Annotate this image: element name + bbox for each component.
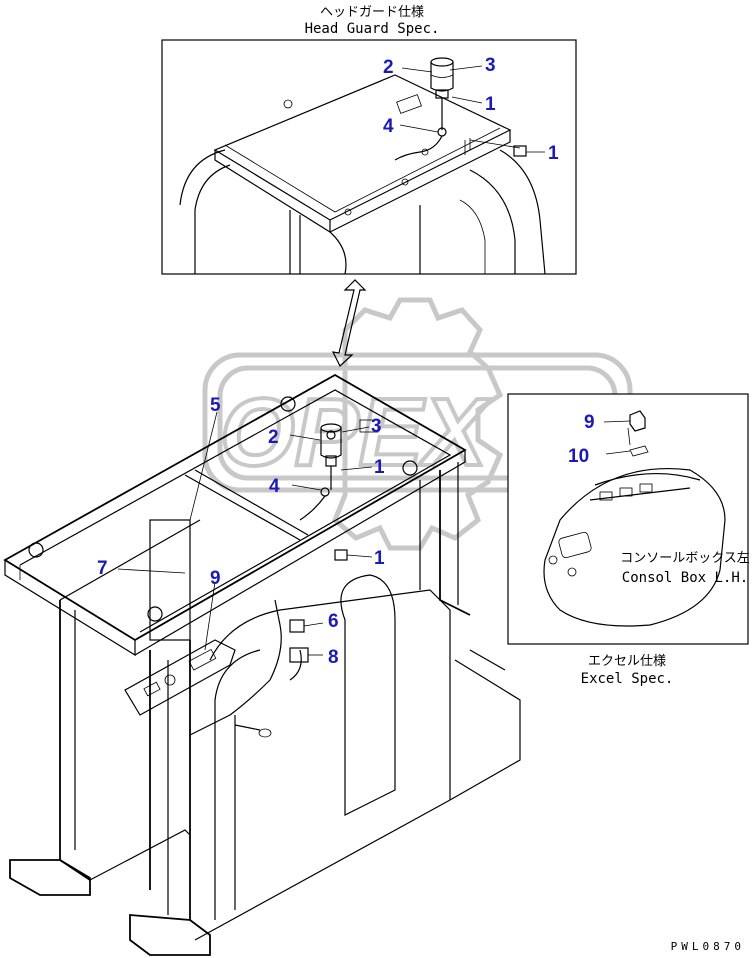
callout-top-3: 3 [485, 55, 496, 76]
head-guard-detail-panel: 2 3 1 4 1 [161, 39, 577, 275]
callout-main-6: 6 [328, 611, 339, 632]
callout-top-2: 2 [383, 57, 394, 78]
callout-main-7: 7 [97, 558, 108, 579]
callout-top-1b: 1 [548, 143, 559, 164]
callout-top-1a: 1 [485, 94, 496, 115]
watermark-text: OPEX [220, 379, 492, 486]
excel-spec-panel-frame [507, 393, 749, 645]
callout-main-1b: 1 [374, 548, 385, 569]
console-caption-jp: コンソールボックス左 [620, 551, 750, 566]
relation-double-arrow-icon [331, 279, 367, 367]
head-guard-panel-frame [161, 39, 577, 275]
connector-part-icon [513, 145, 527, 157]
excel-caption-en: Excel Spec. [581, 671, 674, 687]
head-guard-caption-en: Head Guard Spec. [305, 21, 440, 37]
switch-plate-icon [629, 445, 649, 457]
callout-top-4: 4 [383, 116, 394, 137]
main-cab-assembly: 5 2 3 1 4 1 7 9 6 8 [3, 373, 521, 956]
drawing-code: PWL0870 [671, 940, 745, 953]
relay-part-icon [289, 619, 305, 633]
watermark-gear-icon [332, 297, 504, 551]
callout-inset-9: 9 [584, 412, 595, 433]
callout-main-1a: 1 [374, 457, 385, 478]
callout-main-5: 5 [210, 395, 221, 416]
callout-main-4: 4 [269, 476, 280, 497]
callout-main-2: 2 [268, 427, 279, 448]
head-guard-caption-jp: ヘッドガード仕様 [320, 5, 424, 20]
flasher-part-icon [289, 647, 309, 663]
console-caption-en: Consol Box L.H. [622, 570, 748, 586]
main-connector-part-icon [334, 549, 348, 561]
excel-caption-jp: エクセル仕様 [588, 654, 666, 669]
callout-main-9: 9 [210, 568, 221, 589]
callout-main-3: 3 [371, 416, 382, 437]
callout-main-8: 8 [328, 647, 339, 668]
switch-part-icon [629, 410, 646, 432]
excel-spec-inset-panel: 9 10 コンソールボックス左 Consol Box L.H. [507, 393, 750, 645]
callout-inset-10: 10 [568, 446, 589, 467]
